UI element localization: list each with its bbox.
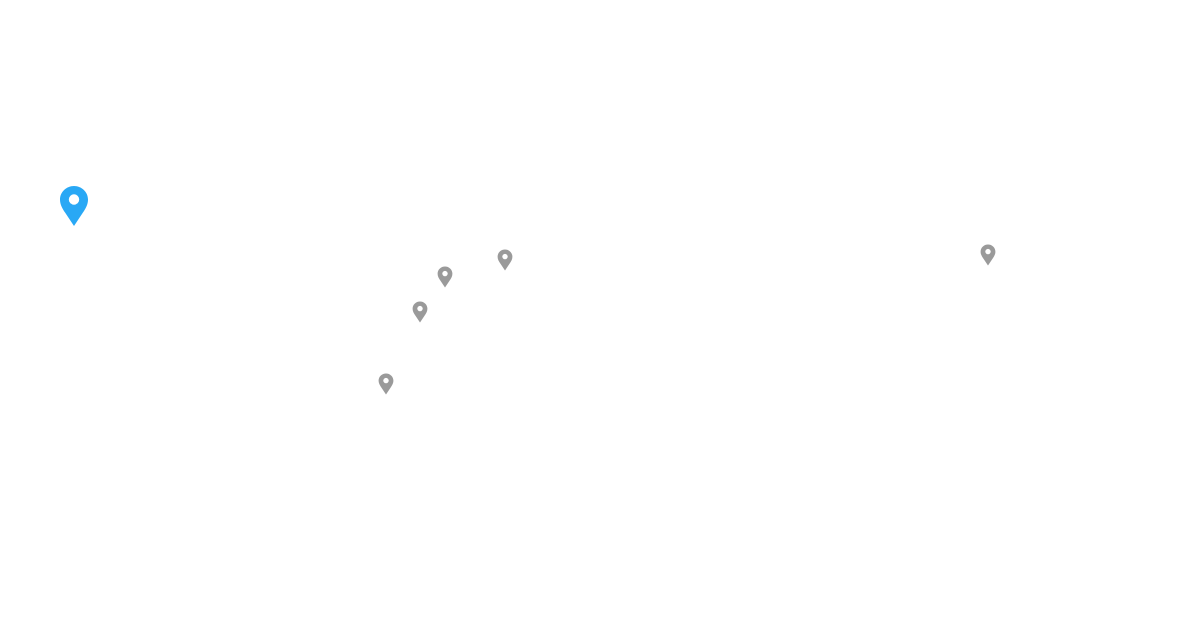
map-pin-icon[interactable] [437,266,453,288]
map-pin-icon[interactable] [412,301,428,323]
map-pin-icon[interactable] [378,373,394,395]
selected-map-pin-icon[interactable] [59,185,89,227]
map-pin-icon[interactable] [497,249,513,271]
map-pin-icon[interactable] [980,244,996,266]
